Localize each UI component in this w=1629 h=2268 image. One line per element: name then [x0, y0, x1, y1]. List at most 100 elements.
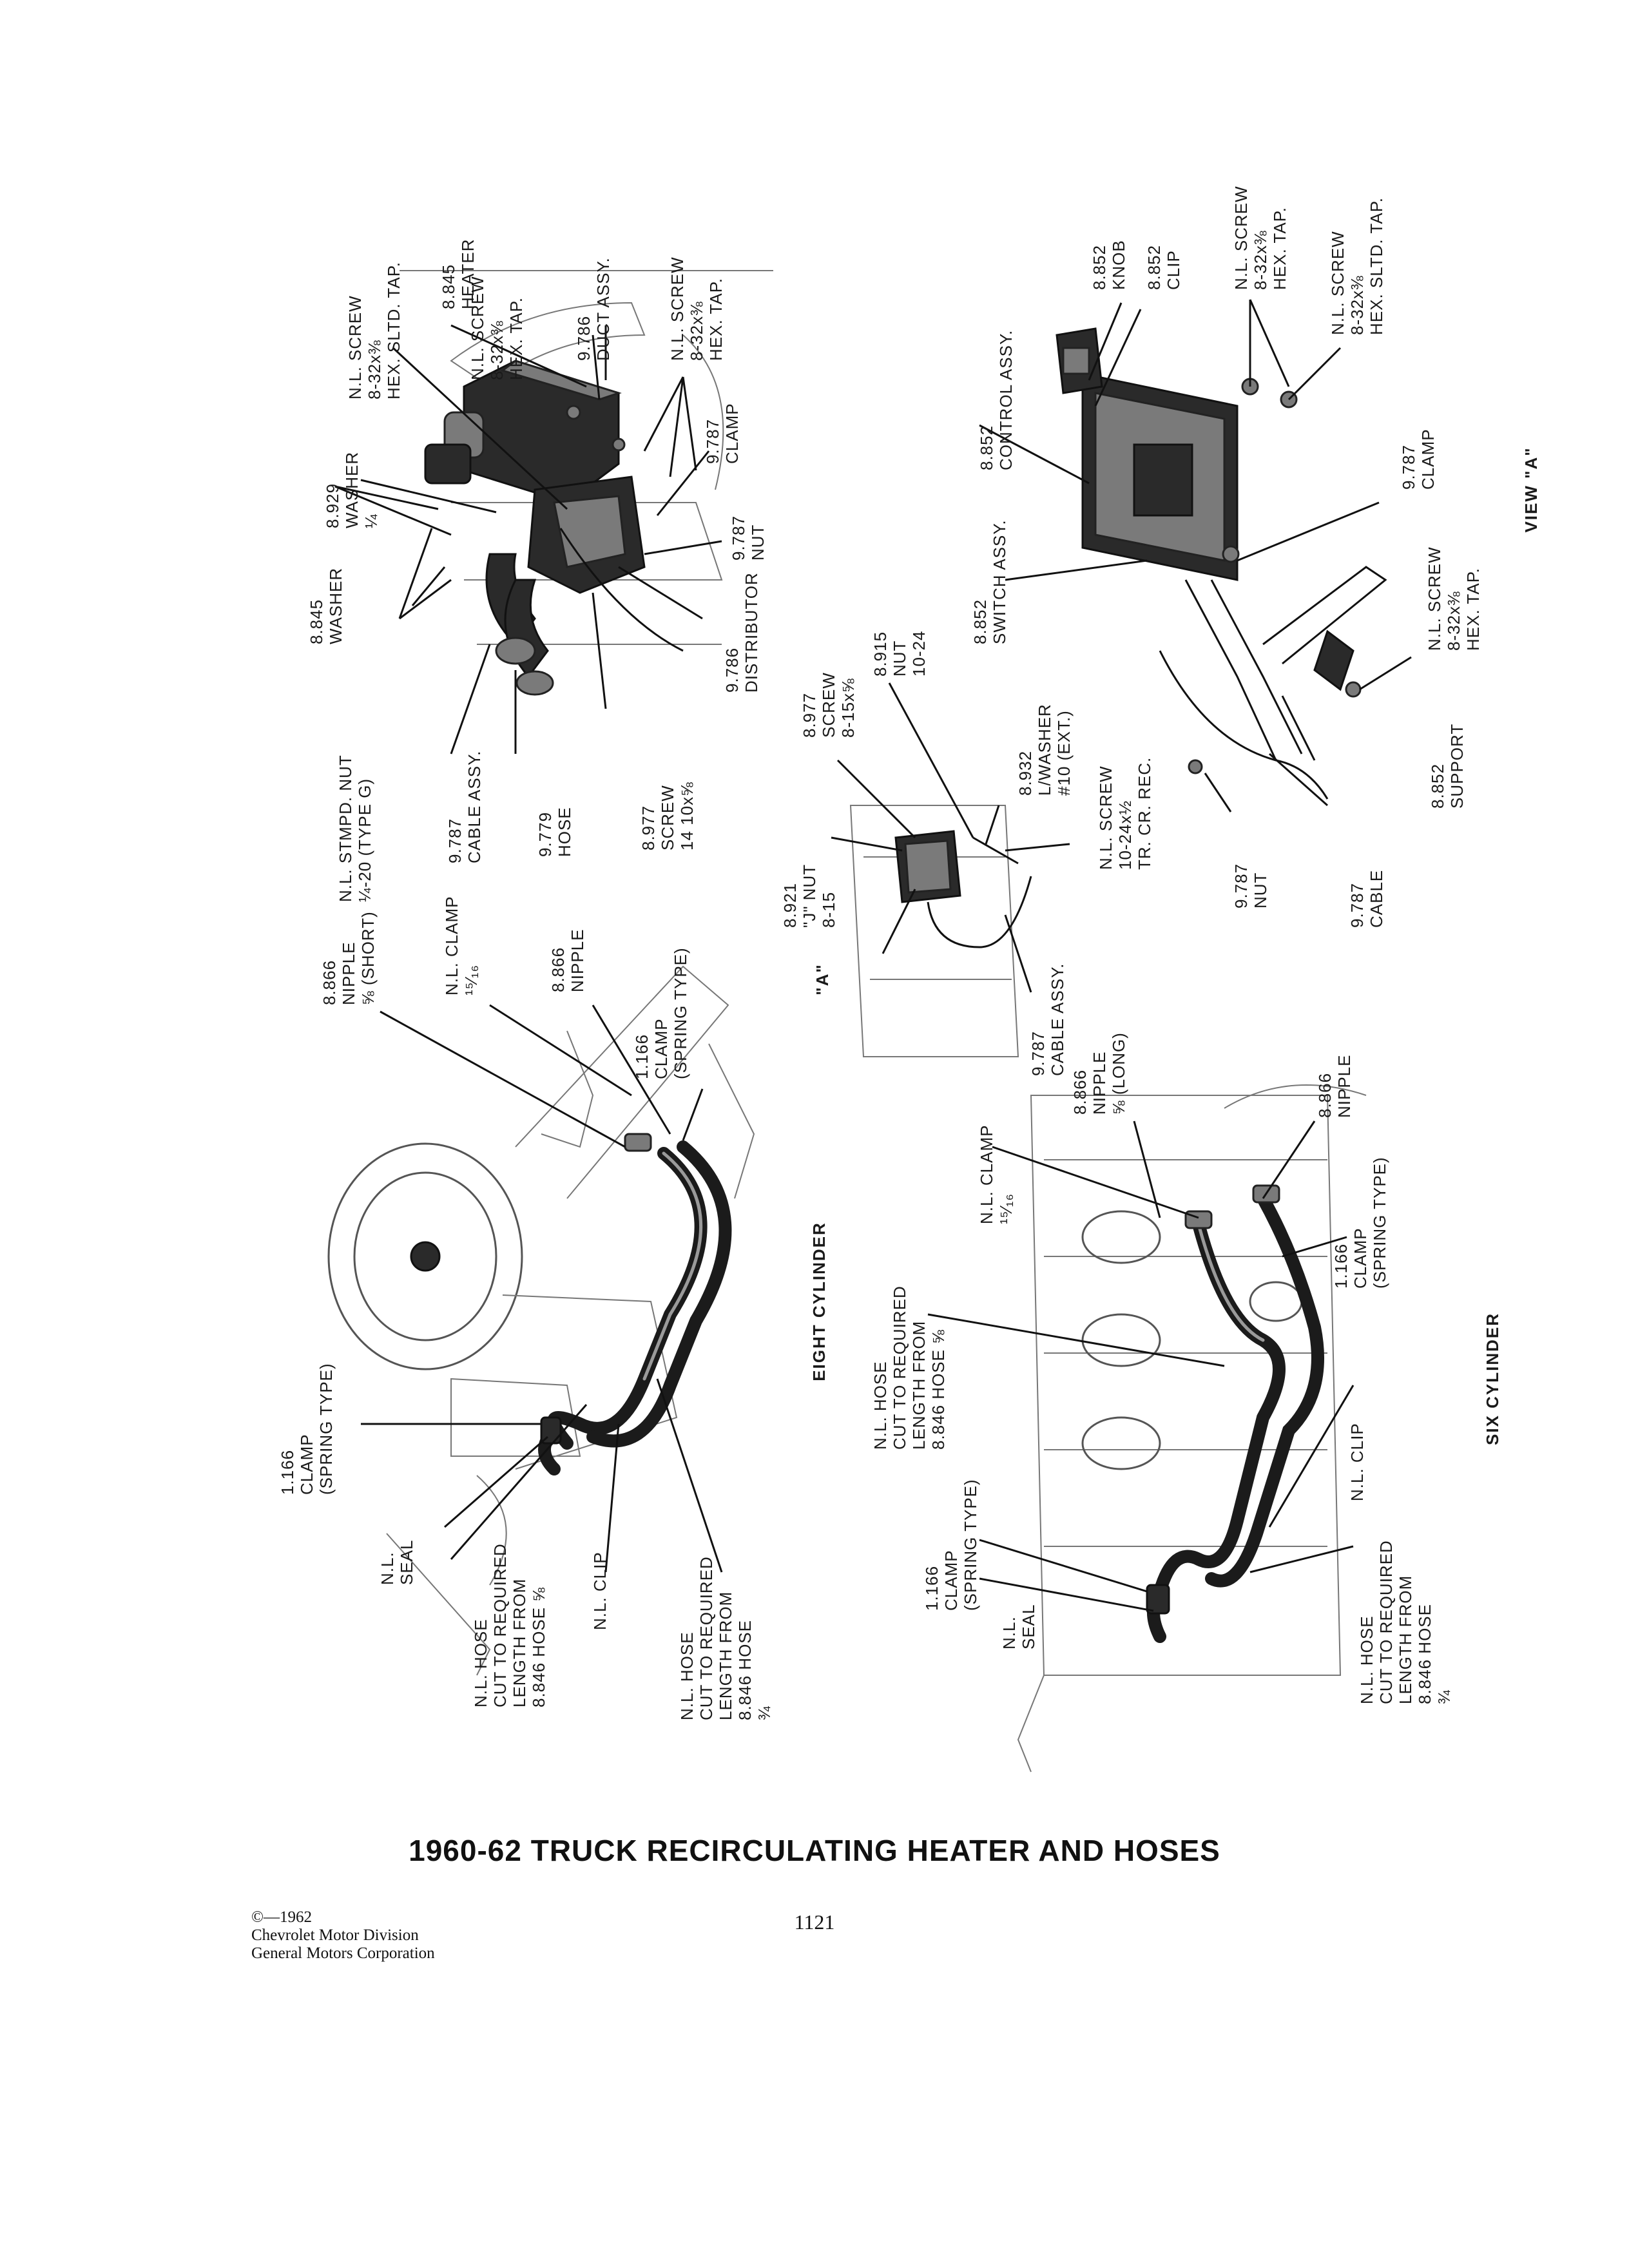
callout-line: LENGTH FROM [909, 1321, 929, 1450]
callout-heater-4: N.L. SCREW8-32x⅜HEX. SLTD. TAP. [345, 262, 403, 399]
callout-line: ⅝ (LONG) [1109, 1032, 1128, 1115]
eight-cylinder-illustration [327, 965, 755, 1676]
callout-line: N.L. HOSE [1357, 1615, 1376, 1704]
callout-line: 8.846 HOSE ⅝ [529, 1587, 548, 1707]
callout-line: 8.915 [871, 631, 890, 677]
callout-line: HEX. TAP. [506, 297, 526, 380]
callout-line: 8.866 [548, 947, 568, 992]
callout-line: CLAMP [1418, 428, 1438, 490]
callout-line: "J" NUT [800, 864, 819, 928]
callout-line: 8.977 [639, 805, 658, 850]
callout-control-11: 9.787NUT [1231, 863, 1270, 908]
copyright-corporation: General Motors Corporation [251, 1945, 435, 1962]
callout-six-4: N.L. HOSECUT TO REQUIREDLENGTH FROM8.846… [871, 1285, 948, 1450]
callout-line: NUT [748, 524, 767, 561]
callout-six-8: N.L. CLIP [1347, 1423, 1367, 1501]
callout-line: ¼-20 (TYPE G) [355, 778, 374, 902]
callout-control-8: N.L. SCREW8-32x⅜HEX. TAP. [1425, 546, 1483, 651]
callout-line: CLAMP [941, 1550, 961, 1611]
callout-line: 8.845 [307, 599, 326, 644]
callout-line: 8-32x⅜ [487, 320, 506, 380]
callout-line: CONTROL ASSY. [996, 330, 1016, 470]
callout-line: 1.166 [1331, 1244, 1351, 1289]
callout-line: 14 10x⅝ [677, 782, 697, 850]
leader-lines [334, 299, 1412, 1612]
callout-control-1: 8.852KNOB [1090, 240, 1128, 290]
callout-line: 1.166 [278, 1450, 297, 1495]
callout-line: 8-32x⅜ [1444, 591, 1463, 651]
callout-eight-4: 1.166CLAMP(SPRING TYPE) [632, 947, 690, 1079]
callout-line: 8.977 [800, 693, 819, 738]
callout-line: 8.866 [320, 960, 339, 1005]
callout-line: (SPRING TYPE) [671, 947, 690, 1079]
callout-line: NIPPLE [339, 942, 358, 1006]
callout-line: N.L. HOSE [471, 1619, 490, 1707]
callout-line: 8.852 [1144, 245, 1164, 290]
callout-six-2: 8.866NIPPLE [1315, 1055, 1354, 1119]
callout-line: 8-15 [819, 892, 838, 928]
callout-line: 9.787 [729, 515, 748, 561]
copyright-block: ©—1962 Chevrolet Motor Division General … [251, 1908, 435, 1963]
section-label-view: VIEW "A" [1521, 447, 1541, 532]
callout-dash-4: N.L. SCREW10-24x½TR. CR. REC. [1096, 757, 1154, 870]
callout-line: 9.779 [535, 812, 555, 857]
callout-line: 9.786 [722, 648, 742, 693]
callout-heater-1: N.L. STMPD. NUT¼-20 (TYPE G) [336, 754, 374, 902]
callout-control-9: 8.852SUPPORT [1428, 724, 1467, 809]
callout-line: CUT TO REQUIRED [490, 1543, 510, 1707]
page-title: 1960-62 TRUCK RECIRCULATING HEATER AND H… [409, 1834, 1220, 1867]
callout-eight-1: 8.866NIPPLE⅝ (SHORT) [320, 911, 378, 1005]
callout-eight-9: N.L. HOSECUT TO REQUIREDLENGTH FROM8.846… [677, 1556, 774, 1720]
callout-line: 8-15x⅝ [838, 678, 858, 738]
callout-line: CLAMP [651, 1018, 671, 1079]
callout-dash-6: 9.787CABLE ASSY. [1028, 963, 1067, 1076]
callout-line: NIPPLE [1090, 1052, 1109, 1115]
callout-line: 8.846 HOSE [735, 1620, 755, 1720]
callout-line: SUPPORT [1447, 724, 1467, 809]
callout-eight-6: N.L.SEAL [378, 1540, 416, 1586]
callout-heater-6: N.L. SCREW8-32x⅜HEX. TAP. [468, 276, 526, 380]
callout-line: NIPPLE [1335, 1055, 1354, 1119]
callout-line: SEAL [1019, 1604, 1038, 1650]
callout-line: NIPPLE [568, 929, 587, 993]
callout-line: N.L. STMPD. NUT [336, 754, 355, 902]
callout-six-3: N.L. CLAMP¹⁵⁄₁₆ [977, 1125, 1016, 1225]
callout-line: 8-32x⅜ [365, 340, 384, 399]
callout-line: N.L. CLIP [590, 1552, 610, 1630]
callout-line: 9.787 [1347, 883, 1367, 928]
callout-line: #10 (EXT.) [1054, 710, 1074, 796]
callout-line: N.L. [999, 1616, 1019, 1649]
callout-line: 9.787 [1231, 863, 1251, 908]
callout-line: ¾ [1434, 1689, 1454, 1704]
callout-line: N.L. SCREW [468, 276, 487, 380]
callout-line: 8-32x⅜ [687, 301, 706, 361]
callout-control-3: 8.852CONTROL ASSY. [977, 330, 1016, 470]
callout-control-2: 8.852CLIP [1144, 245, 1183, 290]
callout-line: ¹⁵⁄₁₆ [461, 965, 481, 995]
callout-line: N.L. HOSE [677, 1631, 697, 1720]
callout-six-7: N.L.SEAL [999, 1604, 1038, 1650]
callout-control-5: N.L. SCREW8-32x⅜HEX. SLTD. TAP. [1328, 197, 1386, 335]
callout-line: CABLE ASSY. [465, 751, 484, 863]
dash-view-a-illustration [849, 805, 1032, 1057]
callout-heater-13: 9.779HOSE [535, 807, 574, 857]
callout-heater-14: 9.787CABLE ASSY. [445, 751, 484, 863]
callout-line: HEX. SLTD. TAP. [1367, 197, 1386, 335]
page-number: 1121 [794, 1910, 835, 1934]
callout-line: NUT [890, 640, 909, 677]
callout-heater-12: 8.977SCREW14 10x⅝ [639, 782, 697, 850]
callout-line: 8.845 [439, 264, 458, 309]
callout-line: N.L. SCREW [1425, 546, 1444, 651]
callout-line: CLAMP [1351, 1227, 1370, 1289]
callout-line: CUT TO REQUIRED [890, 1285, 909, 1450]
callout-eight-3: 8.866NIPPLE [548, 929, 587, 993]
callout-dash-5: 8.921"J" NUT8-15 [780, 864, 838, 928]
copyright-division: Chevrolet Motor Division [251, 1927, 419, 1944]
callout-line: 8.921 [780, 883, 800, 928]
callout-line: CLIP [1164, 250, 1183, 290]
callout-control-6: 8.852SWITCH ASSY. [970, 519, 1009, 644]
callout-line: 9.787 [445, 818, 465, 863]
callout-eight-8: N.L. CLIP [590, 1552, 610, 1630]
callout-line: HEATER [458, 238, 477, 309]
